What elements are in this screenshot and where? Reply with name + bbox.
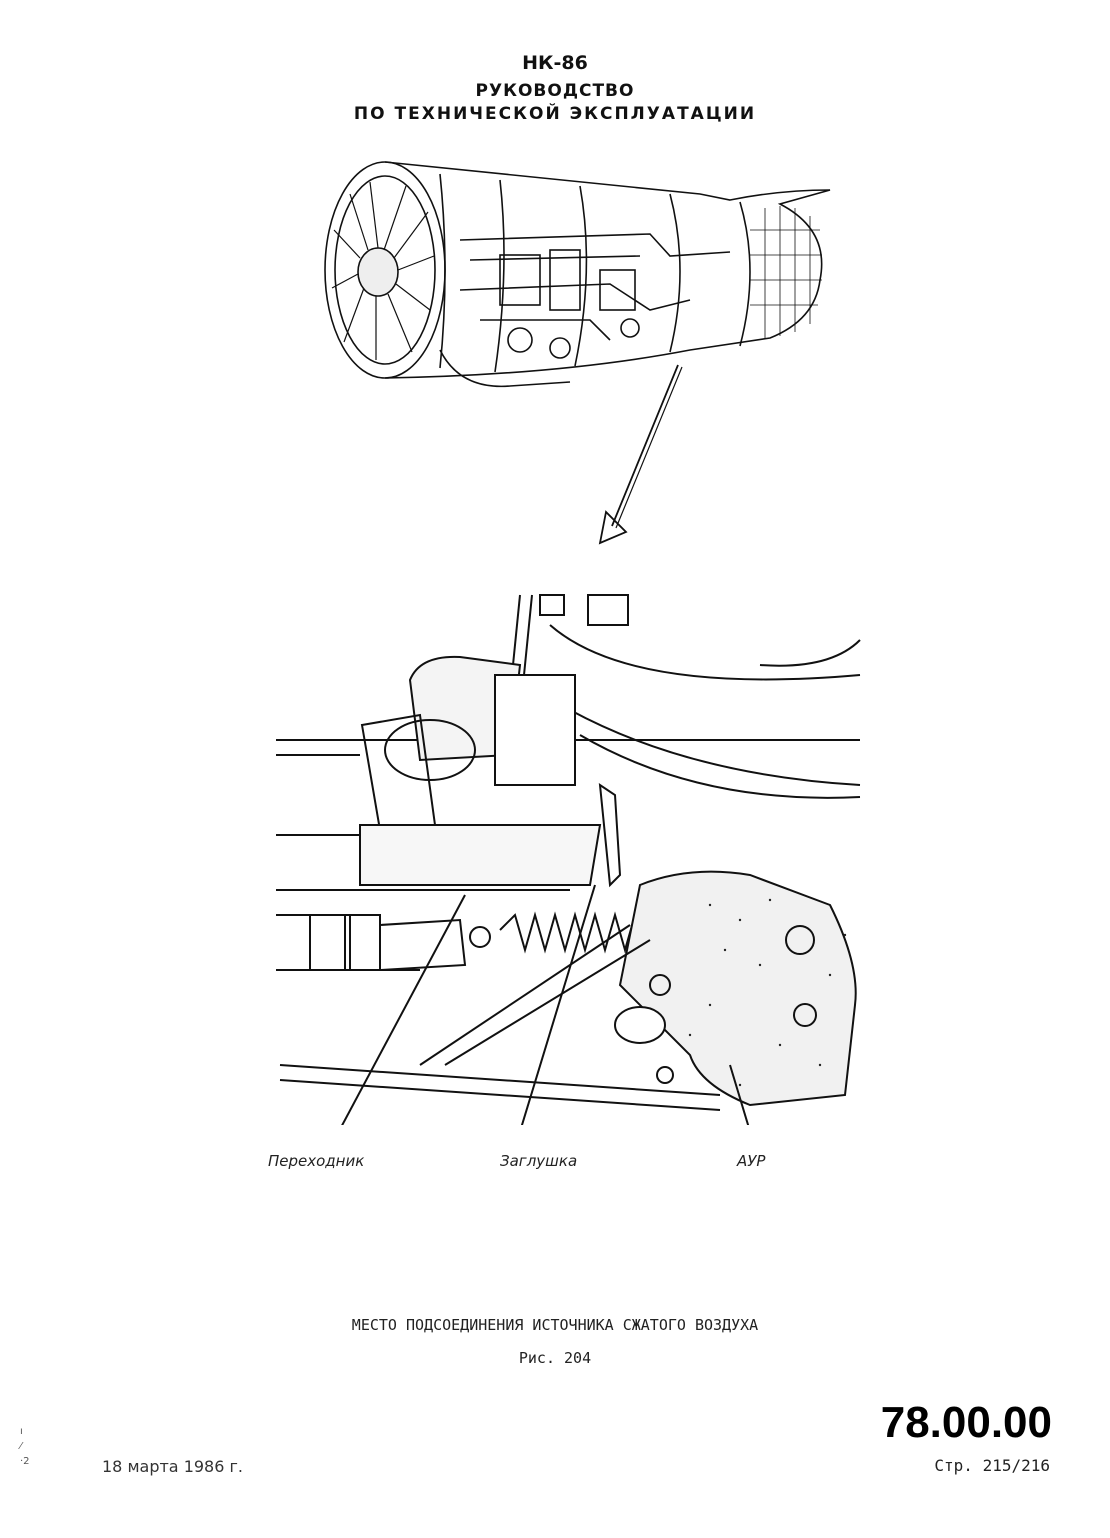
adapter-leader-line [341, 894, 466, 1125]
margin-mark: ı⁄·2 [20, 1426, 30, 1467]
figure-caption: МЕСТО ПОДСОЕДИНЕНИЯ ИСТОЧНИКА СЖАТОГО ВО… [351, 1316, 759, 1334]
manual-title-line-2: ПО ТЕХНИЧЕСКОЙ ЭКСПЛУАТАЦИИ [353, 104, 757, 124]
detail-pointer-arrow [598, 364, 679, 545]
figure-number: Рис. 204 [518, 1349, 592, 1367]
engine-model-title: НК-86 [522, 52, 588, 74]
aur-leader-line [729, 1064, 750, 1125]
plug-leader-line [520, 884, 596, 1125]
manual-title-line-1: РУКОВОДСТВО [475, 81, 635, 101]
callout-plug: Заглушка [500, 1152, 578, 1170]
connection-detail-illustration [276, 594, 861, 1125]
page-number: Стр. 215/216 [934, 1456, 1050, 1475]
revision-date: 18 марта 1986 г. [102, 1457, 243, 1476]
engine-overview-illustration [324, 161, 831, 545]
section-code: 78.00.00 [880, 1398, 1052, 1447]
callout-adapter: Переходник [268, 1152, 365, 1170]
callout-aur: АУР [737, 1152, 766, 1170]
